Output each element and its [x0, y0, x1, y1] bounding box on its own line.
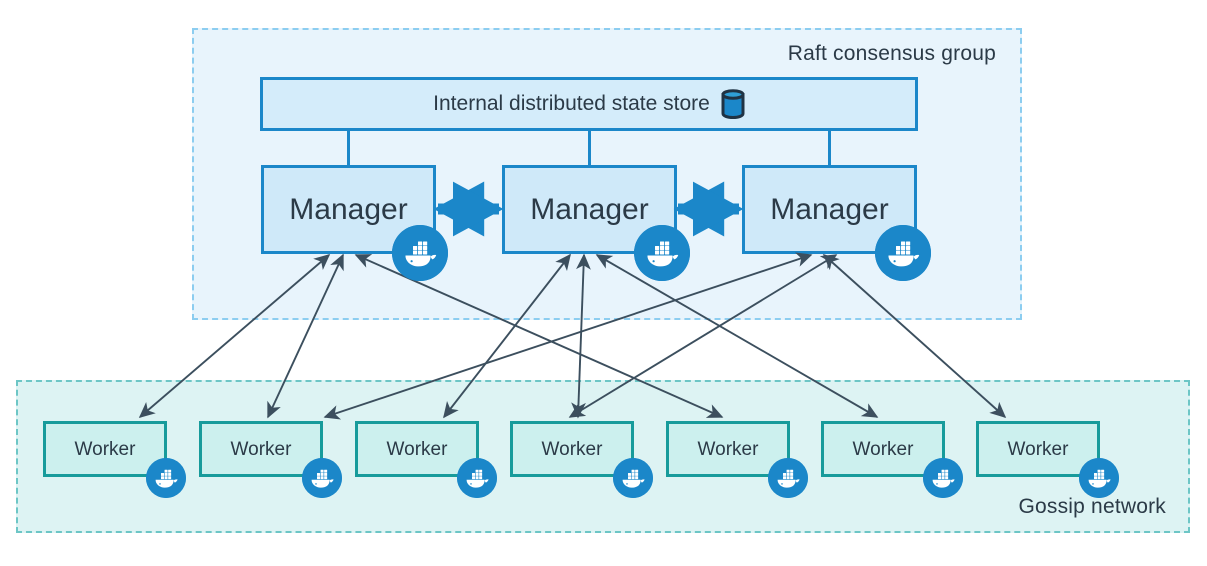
worker-node-2-label: Worker — [230, 438, 292, 460]
connector-store-to-manager-1 — [347, 131, 350, 166]
worker-node-7[interactable]: Worker — [976, 421, 1100, 477]
worker-node-1-label: Worker — [74, 438, 136, 460]
raft-consensus-group-label: Raft consensus group — [787, 42, 996, 65]
manager-node-1-label: Manager — [289, 192, 408, 226]
docker-whale-icon-worker-3 — [457, 458, 497, 498]
connector-store-to-manager-2 — [588, 131, 591, 166]
worker-node-4-label: Worker — [541, 438, 603, 460]
connector-store-to-manager-3 — [828, 131, 831, 166]
worker-node-6-label: Worker — [852, 438, 914, 460]
worker-node-5-label: Worker — [697, 438, 759, 460]
docker-whale-icon-worker-6 — [923, 458, 963, 498]
docker-whale-icon-manager-2 — [634, 225, 690, 281]
worker-node-7-label: Worker — [1007, 438, 1069, 460]
database-cylinder-icon — [721, 89, 745, 119]
internal-state-store-box[interactable]: Internal distributed state store — [260, 77, 918, 131]
docker-whale-icon-worker-2 — [302, 458, 342, 498]
worker-node-5[interactable]: Worker — [666, 421, 790, 477]
docker-whale-icon-manager-3 — [875, 225, 931, 281]
docker-whale-icon-worker-1 — [146, 458, 186, 498]
manager-node-2-label: Manager — [530, 192, 649, 226]
docker-whale-icon-worker-7 — [1079, 458, 1119, 498]
manager-node-3-label: Manager — [770, 192, 889, 226]
worker-node-3[interactable]: Worker — [355, 421, 479, 477]
docker-whale-icon-worker-5 — [768, 458, 808, 498]
worker-node-3-label: Worker — [386, 438, 448, 460]
worker-node-4[interactable]: Worker — [510, 421, 634, 477]
internal-state-store-label: Internal distributed state store — [433, 92, 710, 115]
worker-node-2[interactable]: Worker — [199, 421, 323, 477]
gossip-network-label: Gossip network — [1018, 495, 1166, 518]
worker-node-1[interactable]: Worker — [43, 421, 167, 477]
docker-whale-icon-manager-1 — [392, 225, 448, 281]
docker-whale-icon-worker-4 — [613, 458, 653, 498]
